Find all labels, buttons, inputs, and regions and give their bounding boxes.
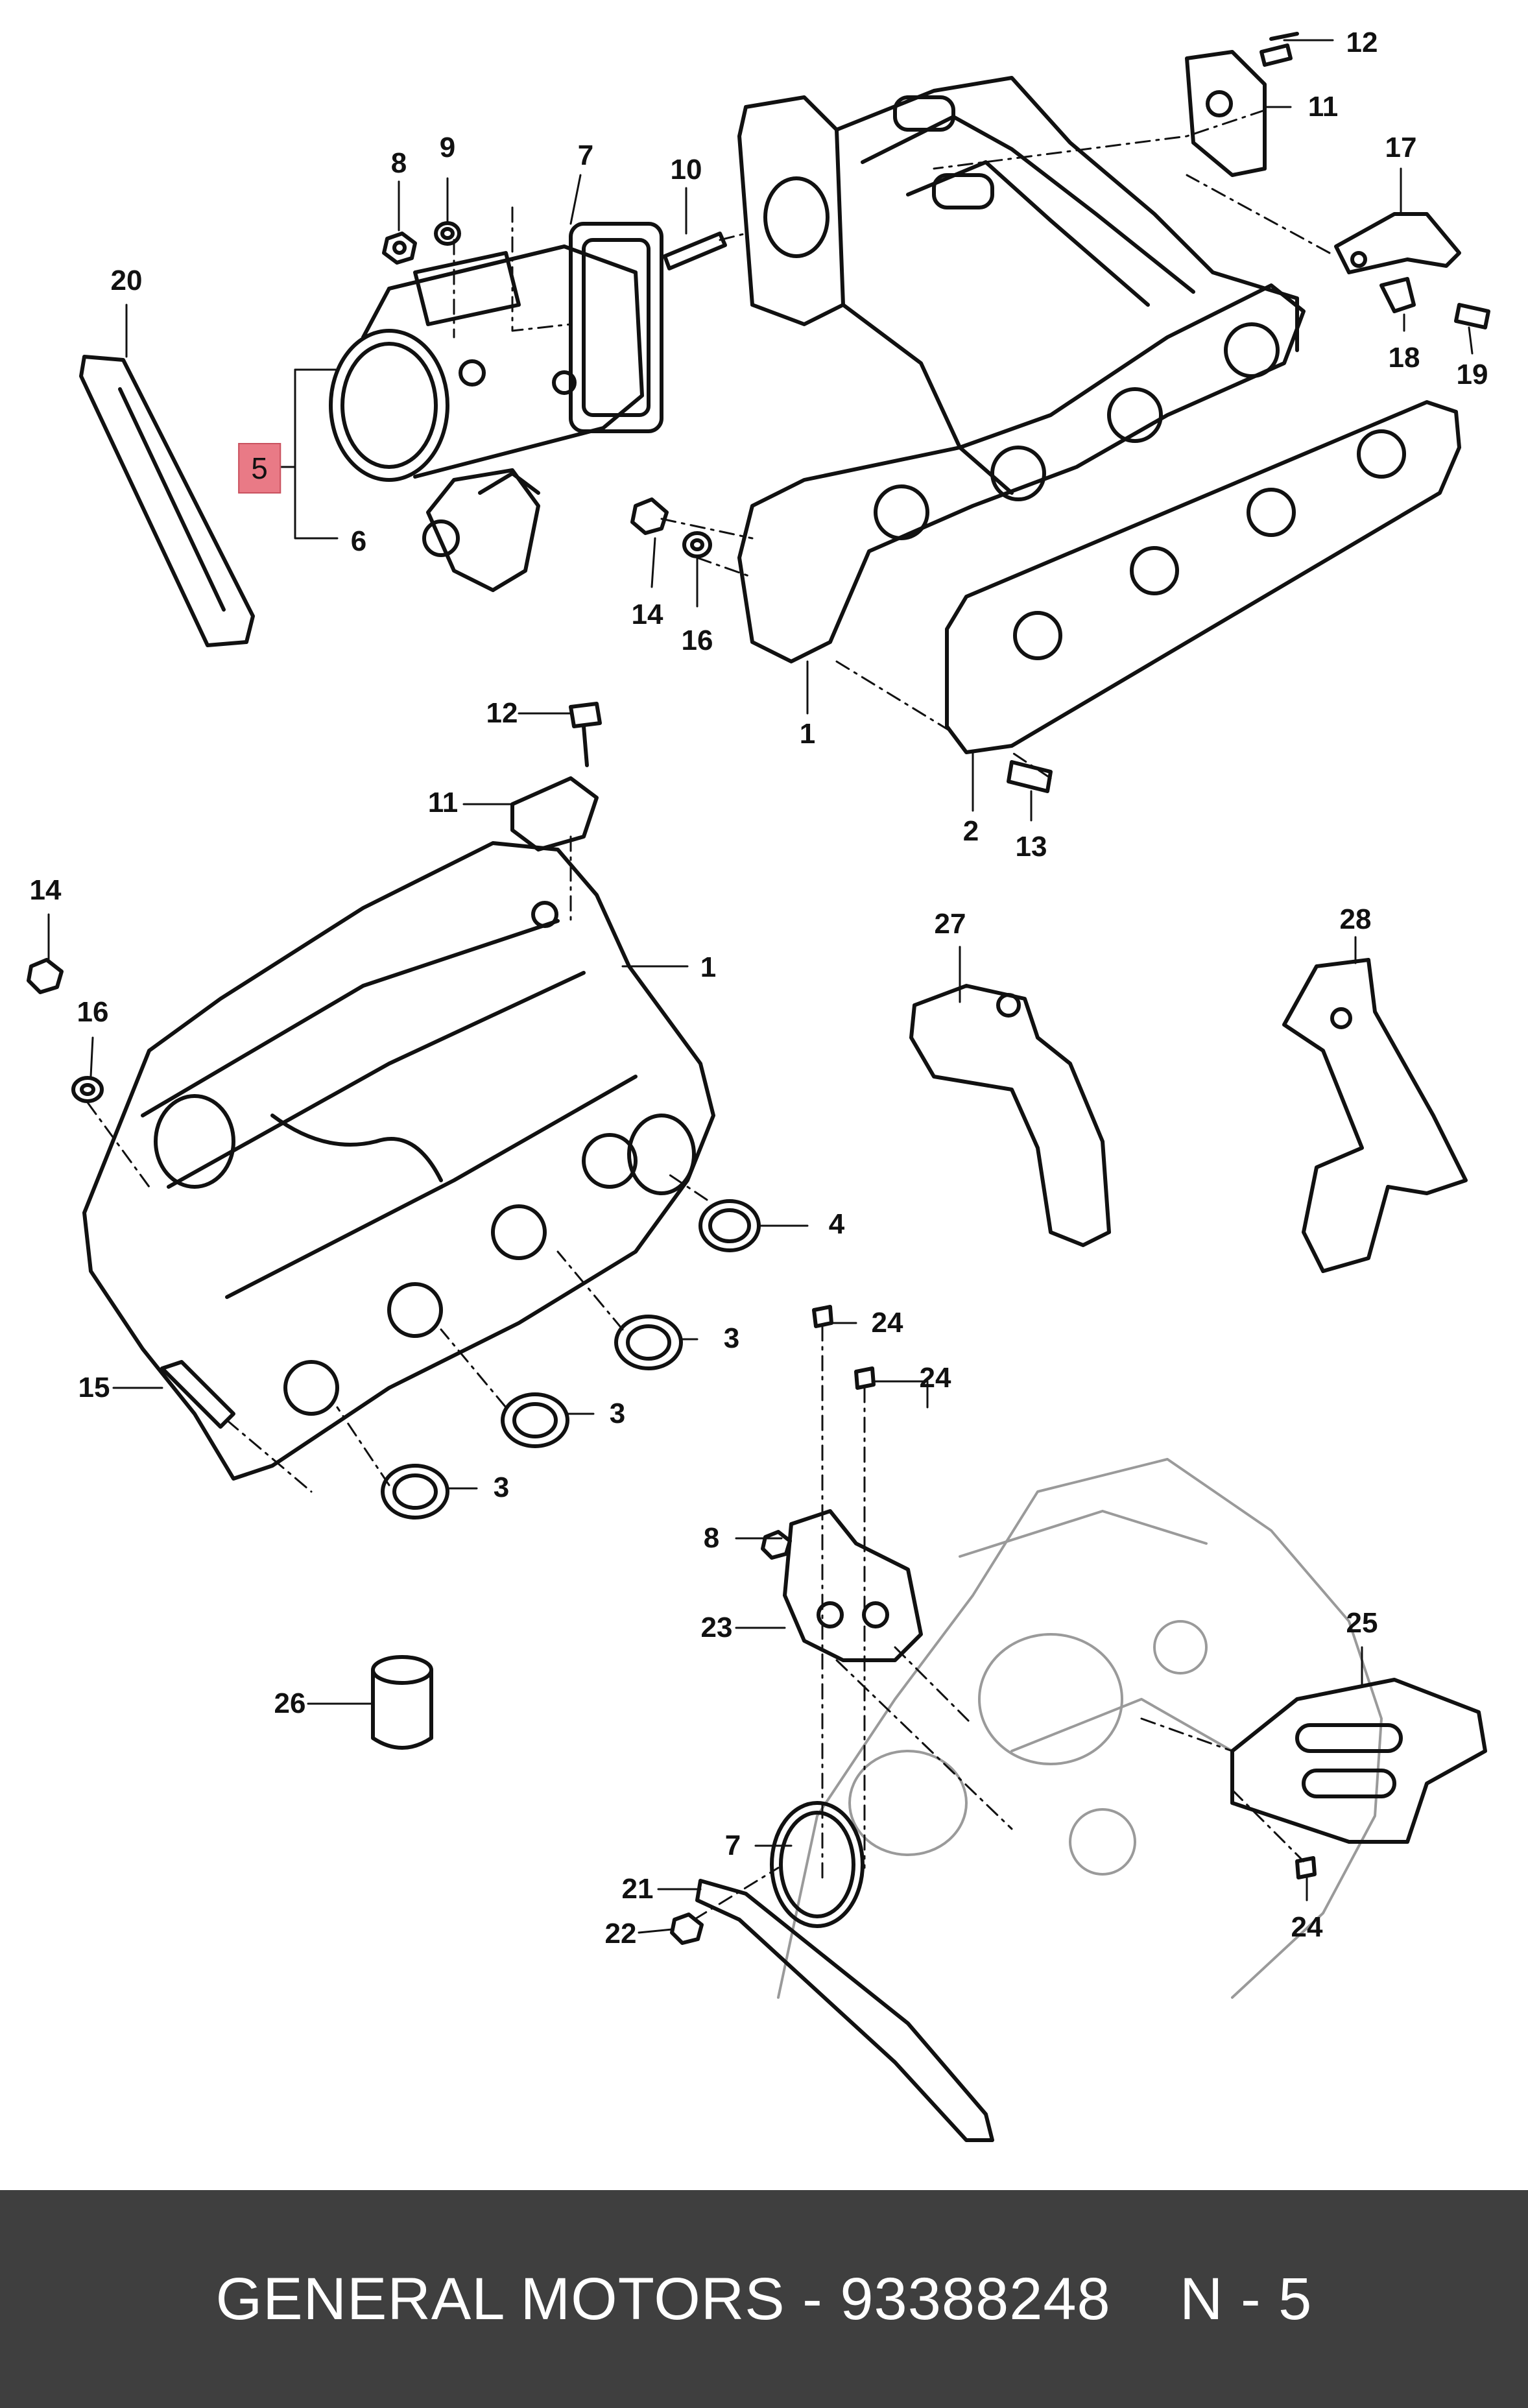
sensor-11-mid-part: [510, 776, 599, 852]
callout-8-top: 8: [390, 147, 407, 179]
sleeve-26-part: [371, 1655, 433, 1750]
throttle-body-part: [329, 222, 663, 482]
gasket-7-part: [770, 1801, 865, 1928]
clip-4-part: [698, 1199, 761, 1252]
callout-28: 28: [1339, 903, 1372, 935]
callout-24-b: 24: [919, 1362, 951, 1394]
nut-22-part: [670, 1913, 704, 1945]
engine-background-part: [777, 1458, 1383, 1999]
bolt-12-top-part: [1259, 32, 1299, 67]
seal-3b-part: [501, 1392, 569, 1448]
bracket-28-part: [1282, 958, 1468, 1273]
callout-11-top: 11: [1307, 91, 1339, 123]
bolt-12-mid-part: [569, 702, 602, 767]
bracket-27-part: [909, 984, 1111, 1247]
callout-9: 9: [439, 132, 456, 163]
washer-16-top-part: [682, 531, 712, 558]
pin-19-part: [1454, 303, 1490, 329]
callout-20: 20: [110, 265, 143, 296]
bolt-24-part: [812, 1305, 1317, 1879]
stud-13-part: [1007, 760, 1053, 793]
callout-4: 4: [828, 1208, 845, 1240]
seal-3c-part: [381, 1464, 449, 1520]
bracket-17-part: [1334, 212, 1461, 274]
callout-21: 21: [621, 1873, 654, 1905]
seal-3a-part: [614, 1315, 683, 1370]
gasket-2-part: [945, 400, 1461, 754]
callout-25: 25: [1346, 1607, 1378, 1639]
callout-24-c: 24: [1291, 1911, 1323, 1943]
guide-lines: [86, 109, 1331, 1921]
leader-lines: [47, 39, 1474, 1934]
callout-24-a: 24: [871, 1307, 903, 1339]
nut-8-low-part: [761, 1530, 792, 1560]
callout-8-low: 8: [703, 1522, 720, 1554]
nut-8-part: [382, 232, 417, 265]
washer-9-part: [434, 221, 461, 246]
footer-part-number: GENERAL MOTORS - 93388248 N - 5: [215, 2265, 1313, 2332]
callout-16-top: 16: [681, 625, 713, 656]
bracket-20-part: [79, 355, 255, 647]
manifold-top-part: [737, 76, 1306, 663]
callout-16-mid: 16: [77, 996, 109, 1028]
strip-21-part: [695, 1879, 994, 2142]
throttle-sensor-part: [422, 468, 540, 592]
callout-14-top: 14: [631, 599, 663, 630]
callout-1-top: 1: [799, 718, 816, 750]
callout-27: 27: [934, 908, 966, 940]
callout-3-c: 3: [493, 1472, 510, 1503]
callout-7-top: 7: [577, 139, 594, 171]
callout-17: 17: [1385, 132, 1417, 163]
callout-5-highlighted: 5: [238, 443, 281, 494]
callout-1-mid: 1: [700, 951, 717, 983]
callout-7-low: 7: [724, 1830, 741, 1861]
callout-11-mid: 11: [427, 787, 459, 818]
manifold-assembly-part: [82, 841, 715, 1481]
sensor-11-top-part: [1185, 50, 1267, 177]
footer-bar: GENERAL MOTORS - 93388248 N - 5: [0, 2190, 1528, 2408]
stud-10-part: [663, 232, 727, 270]
callout-2: 2: [962, 815, 979, 847]
callout-12-top: 12: [1346, 27, 1378, 58]
callout-18: 18: [1388, 342, 1420, 374]
callout-3-b: 3: [609, 1398, 626, 1429]
callout-10: 10: [670, 154, 702, 185]
parts-diagram: [27, 32, 1490, 2142]
heat-shield-25-part: [1230, 1678, 1487, 1844]
bolt-15-part: [160, 1360, 235, 1429]
nut-14-mid-part: [27, 958, 64, 994]
callout-19: 19: [1456, 359, 1488, 390]
bracket-23-part: [783, 1509, 923, 1662]
callout-22: 22: [604, 1918, 637, 1949]
callout-23: 23: [700, 1612, 733, 1643]
callout-15: 15: [78, 1372, 110, 1403]
callout-26: 26: [274, 1687, 306, 1719]
callout-3-a: 3: [723, 1322, 740, 1354]
washer-16-mid-part: [71, 1076, 104, 1103]
callout-13: 13: [1015, 831, 1047, 863]
bolt-18-part: [1379, 277, 1416, 313]
callout-6: 6: [350, 525, 367, 557]
callout-12-mid: 12: [486, 697, 518, 729]
nut-14-top-part: [630, 497, 669, 535]
callout-14-mid: 14: [29, 874, 62, 906]
